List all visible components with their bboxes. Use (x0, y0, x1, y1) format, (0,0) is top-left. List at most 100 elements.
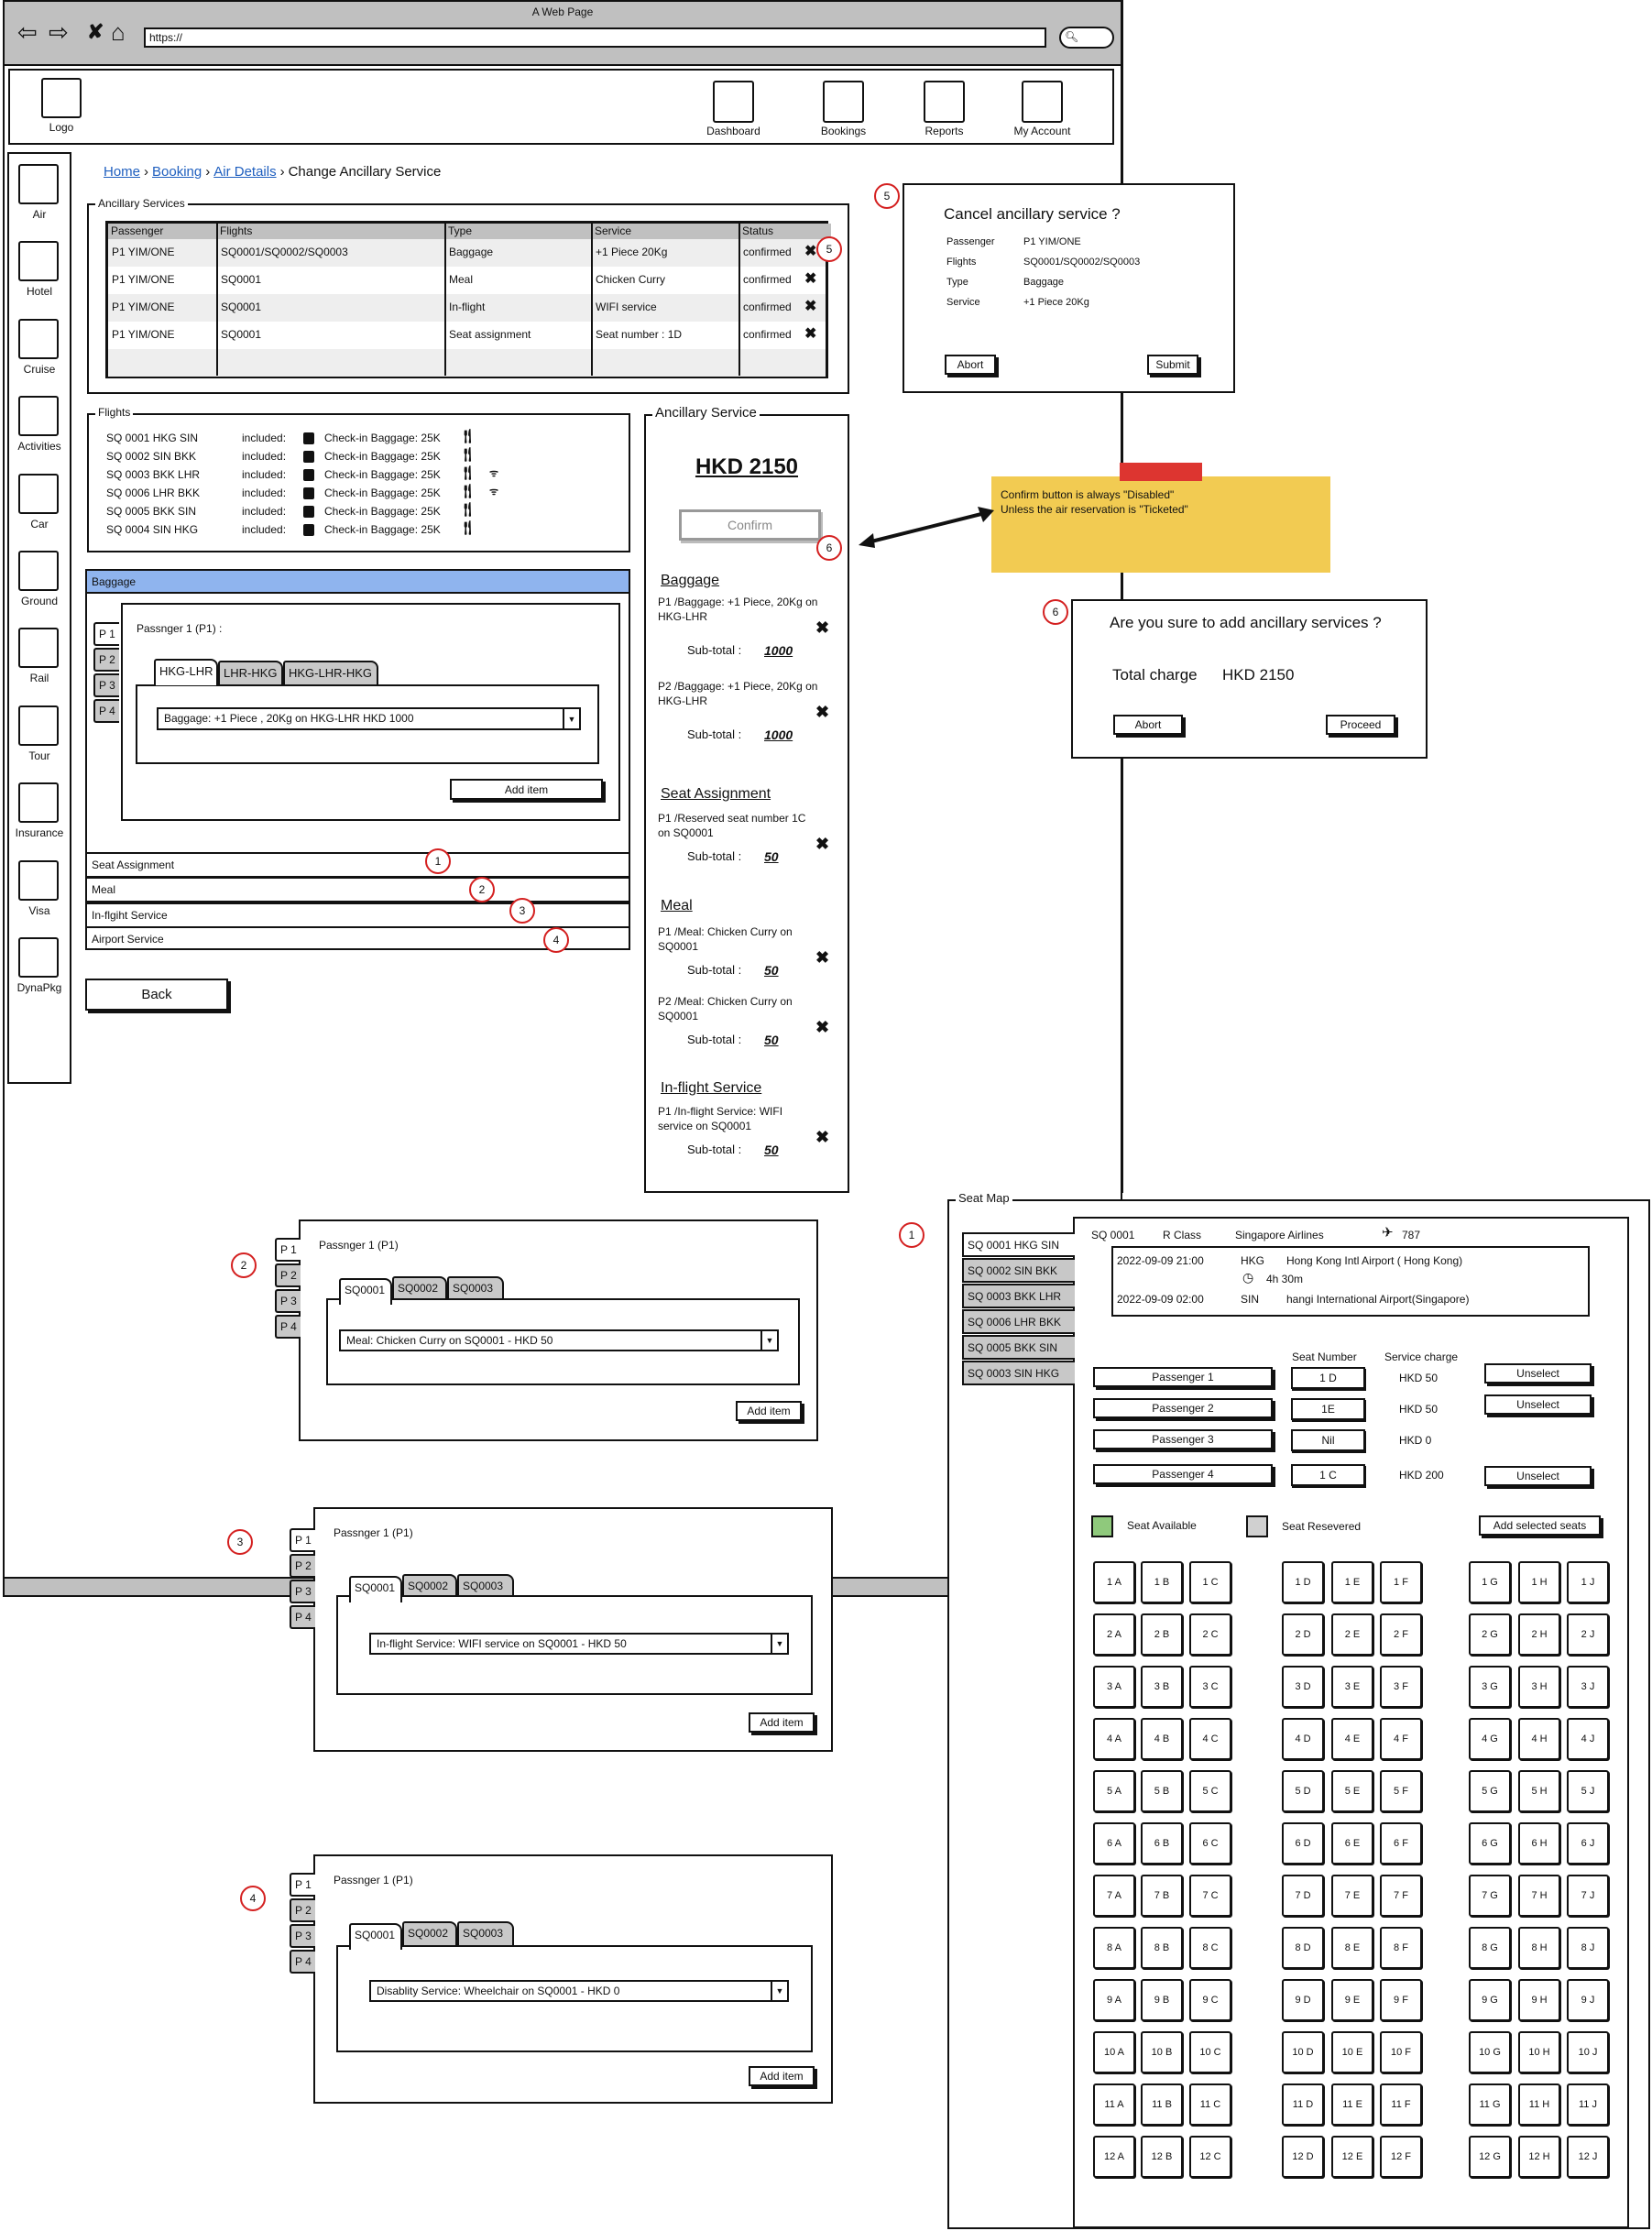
sidebar-item-ground-icon[interactable] (18, 551, 59, 591)
seat-4J[interactable]: 4 J (1567, 1718, 1609, 1760)
passenger-tab-1[interactable]: P 1 (275, 1238, 301, 1262)
seat-6D[interactable]: 6 D (1282, 1822, 1324, 1865)
seat-3B[interactable]: 3 B (1141, 1666, 1183, 1708)
nav-dashboard-icon[interactable] (713, 81, 754, 123)
breadcrumb-link-air-details[interactable]: Air Details (213, 164, 277, 180)
seat-2B[interactable]: 2 B (1141, 1613, 1183, 1656)
flight-tab-sq0003[interactable]: SQ0003 (457, 1574, 514, 1598)
nav-bookings-icon[interactable] (823, 81, 864, 123)
accordion-section-in-flgiht-service[interactable]: In-flgiht Service (85, 902, 630, 928)
passenger-tab-3[interactable]: P 3 (290, 1580, 315, 1603)
flight-tab-sq0002[interactable]: SQ0002 (402, 1574, 457, 1598)
column-header-passenger[interactable]: Passenger (108, 224, 217, 239)
seat-2A[interactable]: 2 A (1093, 1613, 1135, 1656)
seat-5A[interactable]: 5 A (1093, 1770, 1135, 1812)
seat-7C[interactable]: 7 C (1189, 1875, 1231, 1917)
seat-9D[interactable]: 9 D (1282, 1979, 1324, 2021)
flight-tab-sq0003[interactable]: SQ0003 (447, 1276, 504, 1300)
passenger-tab-1[interactable]: P 1 (290, 1873, 315, 1897)
seat-8D[interactable]: 8 D (1282, 1927, 1324, 1969)
seat-1A[interactable]: 1 A (1093, 1561, 1135, 1603)
sidebar-item-ground[interactable]: Ground (20, 595, 59, 607)
seat-9G[interactable]: 9 G (1469, 1979, 1511, 2021)
seat-12F[interactable]: 12 F (1380, 2136, 1422, 2178)
seat-6A[interactable]: 6 A (1093, 1822, 1135, 1865)
seat-5J[interactable]: 5 J (1567, 1770, 1609, 1812)
accordion-header-baggage[interactable]: Baggage (85, 569, 630, 594)
seat-8J[interactable]: 8 J (1567, 1927, 1609, 1969)
seat-3J[interactable]: 3 J (1567, 1666, 1609, 1708)
column-header-status[interactable]: Status (739, 224, 831, 239)
seat-4H[interactable]: 4 H (1518, 1718, 1560, 1760)
sidebar-item-insurance[interactable]: Insurance (15, 826, 64, 840)
seat-8A[interactable]: 8 A (1093, 1927, 1135, 1969)
flight-tab-sq0002[interactable]: SQ0002 (392, 1276, 447, 1300)
sidebar-item-activities-icon[interactable] (18, 396, 59, 437)
passenger-tab-3[interactable]: P 3 (93, 673, 119, 697)
seat-1E[interactable]: 1 E (1331, 1561, 1373, 1603)
add-item-button[interactable]: Add item (450, 779, 603, 800)
seat-9C[interactable]: 9 C (1189, 1979, 1231, 2021)
seat-2F[interactable]: 2 F (1380, 1613, 1422, 1656)
seat-11D[interactable]: 11 D (1282, 2083, 1324, 2126)
seat-3G[interactable]: 3 G (1469, 1666, 1511, 1708)
nav-my-account-label[interactable]: My Account (1013, 125, 1071, 137)
seat-7E[interactable]: 7 E (1331, 1875, 1373, 1917)
sidebar-item-car-icon[interactable] (18, 473, 59, 514)
forward-arrow-icon[interactable]: ⇨ (49, 18, 69, 46)
seat-11J[interactable]: 11 J (1567, 2083, 1609, 2126)
seat-6H[interactable]: 6 H (1518, 1822, 1560, 1865)
search-field[interactable]: 🔍︎ (1059, 27, 1114, 49)
remove-item-icon[interactable]: ✖ (815, 948, 830, 967)
seat-12C[interactable]: 12 C (1189, 2136, 1231, 2178)
seat-9H[interactable]: 9 H (1518, 1979, 1560, 2021)
seat-6G[interactable]: 6 G (1469, 1822, 1511, 1865)
sidebar-item-insurance-icon[interactable] (18, 782, 59, 824)
accordion-section-seat-assignment[interactable]: Seat Assignment (85, 852, 630, 878)
sidebar-item-air-icon[interactable] (18, 164, 59, 204)
service-option-select[interactable]: Disablity Service: Wheelchair on SQ0001 … (369, 1980, 789, 2002)
route-tab-lhr-hkg[interactable]: LHR-HKG (218, 661, 283, 684)
remove-item-icon[interactable]: ✖ (815, 835, 830, 853)
sidebar-item-rail-icon[interactable] (18, 628, 59, 669)
nav-bookings-label[interactable]: Bookings (820, 125, 867, 137)
passenger-tab-4[interactable]: P 4 (290, 1605, 315, 1629)
service-option-select[interactable]: Meal: Chicken Curry on SQ0001 - HKD 50▼ (339, 1329, 779, 1351)
sidebar-item-visa[interactable]: Visa (28, 903, 50, 917)
seat-7B[interactable]: 7 B (1141, 1875, 1183, 1917)
seat-1B[interactable]: 1 B (1141, 1561, 1183, 1603)
seat-8G[interactable]: 8 G (1469, 1927, 1511, 1969)
breadcrumb-link-home[interactable]: Home (104, 164, 141, 180)
flight-tab-sq0001[interactable]: SQ0001 (349, 1923, 402, 1950)
seat-1F[interactable]: 1 F (1380, 1561, 1422, 1603)
baggage-option-select[interactable]: Baggage: +1 Piece , 20Kg on HKG-LHR HKD … (157, 707, 581, 730)
passenger-tab-1[interactable]: P 1 (93, 622, 119, 646)
flight-tab-2[interactable]: SQ 0002 SIN BKK (962, 1258, 1075, 1283)
sidebar-item-hotel-icon[interactable] (18, 241, 59, 282)
seat-12E[interactable]: 12 E (1331, 2136, 1373, 2178)
sidebar-item-air[interactable]: Air (32, 208, 47, 221)
flight-tab-1[interactable]: SQ 0001 HKG SIN (962, 1232, 1075, 1257)
passenger-tab-4[interactable]: P 4 (275, 1315, 301, 1339)
url-input[interactable]: https:// (144, 27, 1046, 48)
seat-5B[interactable]: 5 B (1141, 1770, 1183, 1812)
seat-9B[interactable]: 9 B (1141, 1979, 1183, 2021)
seat-6E[interactable]: 6 E (1331, 1822, 1373, 1865)
flight-tab-3[interactable]: SQ 0003 BKK LHR (962, 1284, 1075, 1308)
seat-5D[interactable]: 5 D (1282, 1770, 1324, 1812)
passenger-tab-2[interactable]: P 2 (290, 1898, 315, 1922)
passenger-3-button[interactable]: Passenger 3 (1093, 1429, 1273, 1449)
flight-tab-6[interactable]: SQ 0003 SIN HKG (962, 1361, 1075, 1385)
sidebar-item-visa-icon[interactable] (18, 859, 59, 901)
column-header-service[interactable]: Service (592, 224, 739, 239)
sidebar-item-cruise-icon[interactable] (18, 318, 59, 359)
seat-2H[interactable]: 2 H (1518, 1613, 1560, 1656)
seat-5G[interactable]: 5 G (1469, 1770, 1511, 1812)
seat-3H[interactable]: 3 H (1518, 1666, 1560, 1708)
nav-dashboard-label[interactable]: Dashboard (706, 125, 760, 137)
abort-button[interactable]: Abort (945, 355, 996, 375)
flight-tab-5[interactable]: SQ 0005 BKK SIN (962, 1335, 1075, 1360)
remove-item-icon[interactable]: ✖ (815, 703, 830, 721)
